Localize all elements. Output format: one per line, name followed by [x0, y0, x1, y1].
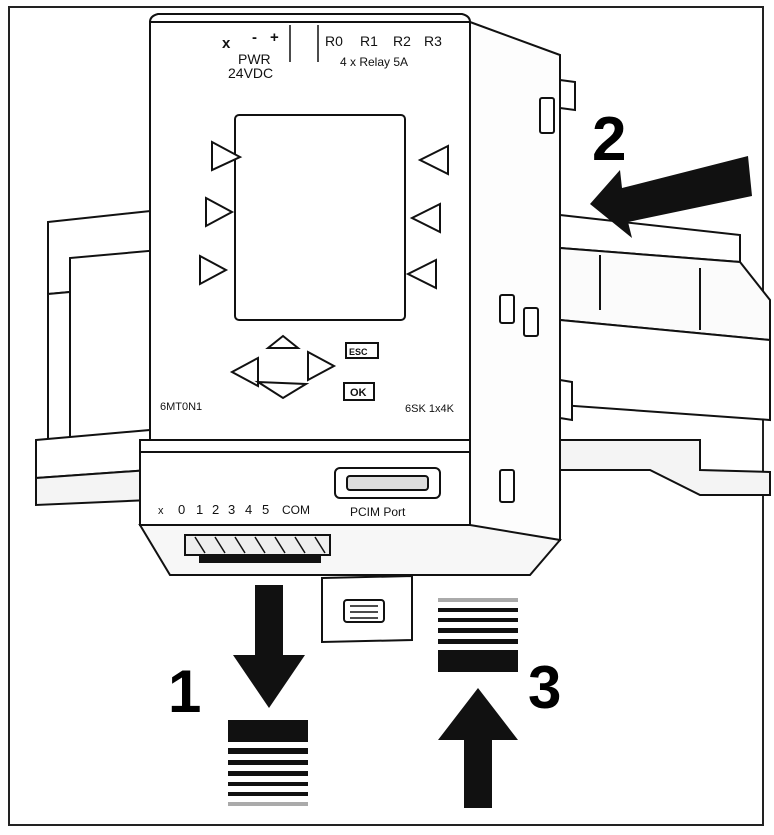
step-3-number: 3 — [528, 654, 561, 721]
cursor-up-icon[interactable] — [265, 334, 301, 349]
relay-terminal-r3: R3 — [424, 33, 442, 49]
input-terminal-1: 1 — [196, 502, 203, 517]
din-rail — [35, 208, 771, 644]
arrow-up-icon — [438, 688, 518, 808]
step-1-number: 1 — [168, 658, 201, 725]
cursor-down-icon[interactable] — [254, 380, 310, 400]
cursor-right-icon[interactable] — [307, 350, 337, 382]
controller-device — [138, 13, 576, 576]
latch-bars-1-icon — [228, 720, 308, 806]
step-3-group: 3 — [438, 598, 561, 808]
f-key-left-3-icon[interactable] — [199, 254, 229, 286]
relay-terminal-r0: R0 — [325, 33, 343, 49]
model-label-left: 6MT0N1 — [160, 401, 202, 413]
device-labels: x - + PWR 24VDC R0 R1 R2 R3 4 x Relay 5A… — [158, 29, 455, 519]
arrow-left-icon — [590, 156, 752, 238]
step-2-group: 2 — [590, 105, 752, 238]
power-label: PWR — [238, 51, 271, 67]
f-key-right-1-icon[interactable] — [417, 144, 449, 176]
model-label-right: 6SK 1x4K — [405, 403, 455, 415]
relay-terminal-r2: R2 — [393, 33, 411, 49]
cursor-keys — [229, 334, 337, 400]
esc-key[interactable] — [345, 342, 379, 359]
step-1-group: 1 — [168, 585, 308, 806]
input-terminal-3: 3 — [228, 502, 235, 517]
power-terminal-minus: - — [252, 29, 257, 46]
port-label: PCIM Port — [350, 505, 406, 519]
relay-label: 4 x Relay 5A — [340, 55, 408, 69]
f-key-left-1-icon[interactable] — [211, 140, 243, 172]
ok-key[interactable] — [343, 382, 375, 401]
input-terminal-5: 5 — [262, 502, 269, 517]
cursor-left-icon[interactable] — [229, 356, 259, 388]
input-terminal-4: 4 — [245, 502, 252, 517]
f-key-left-2-icon[interactable] — [205, 196, 235, 228]
input-terminal-x: x — [158, 505, 164, 517]
power-terminal-plus: + — [270, 29, 279, 46]
power-voltage-label: 24VDC — [228, 65, 273, 81]
lcd-screen — [234, 114, 406, 321]
ok-key-label: OK — [350, 387, 367, 399]
arrow-down-icon — [233, 585, 305, 708]
relay-terminal-r1: R1 — [360, 33, 378, 49]
input-terminal-0: 0 — [178, 502, 185, 517]
power-terminal-x: x — [222, 35, 231, 52]
f-key-right-2-icon[interactable] — [409, 202, 441, 234]
esc-key-label: ESC — [349, 347, 368, 357]
input-terminal-com: COM — [282, 503, 310, 517]
input-terminal-2: 2 — [212, 502, 219, 517]
latch-bars-3-icon — [438, 598, 518, 672]
step-2-number: 2 — [592, 105, 626, 174]
function-keys — [199, 140, 449, 290]
f-key-right-3-icon[interactable] — [405, 258, 437, 290]
